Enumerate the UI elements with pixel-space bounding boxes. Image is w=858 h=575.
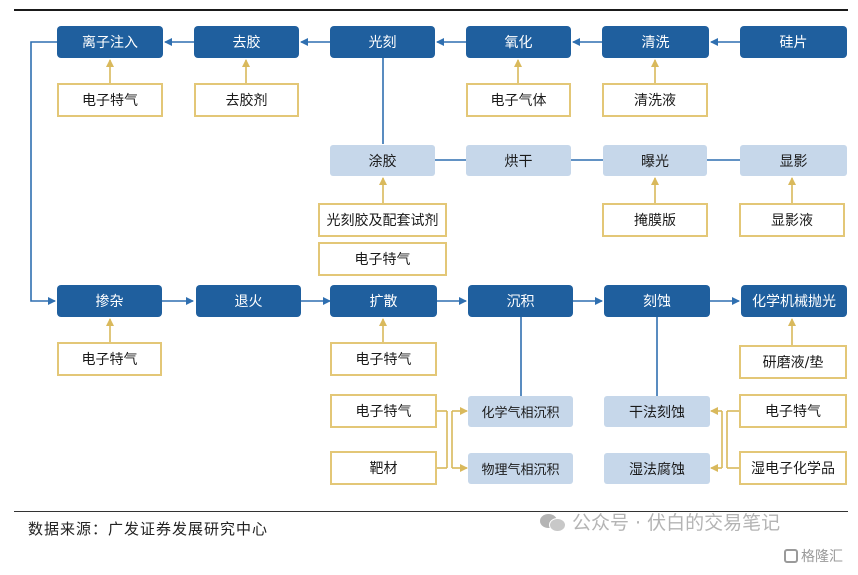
- step-cvd: 化学气相沉积: [468, 396, 573, 427]
- material-diffusion-gas: 电子特气: [330, 342, 437, 376]
- step-wet-etch: 湿法腐蚀: [604, 453, 710, 484]
- material-litho-gas: 电子特气: [318, 242, 447, 276]
- step-baking: 烘干: [466, 145, 571, 176]
- material-doping-gas: 电子特气: [57, 342, 162, 376]
- step-strip: 去胶: [194, 26, 299, 58]
- arrow-implant-doping: [30, 41, 57, 305]
- step-lithography: 光刻: [330, 26, 435, 58]
- watermark: 公众号 · 伏白的交易笔记: [540, 508, 780, 535]
- material-cleaning-fluid: 清洗液: [602, 83, 708, 117]
- material-target: 靶材: [330, 451, 437, 485]
- material-photoresist: 光刻胶及配套试剂: [318, 203, 447, 237]
- wechat-icon: [540, 512, 566, 532]
- watermark-text: 公众号 · 伏白的交易笔记: [572, 512, 781, 534]
- step-diffusion: 扩散: [330, 285, 437, 317]
- material-developer: 显影液: [739, 203, 845, 237]
- step-cmp: 化学机械抛光: [741, 285, 847, 317]
- top-rule: [14, 9, 848, 11]
- gelonghui-logo: 格隆汇: [784, 546, 843, 566]
- step-doping: 掺杂: [57, 285, 162, 317]
- gelonghui-icon: [784, 549, 798, 563]
- material-etch-gas: 电子特气: [739, 394, 847, 428]
- bottom-rule: [14, 511, 848, 512]
- step-coating: 涂胶: [330, 145, 435, 176]
- material-deposition-gas: 电子特气: [330, 394, 437, 428]
- step-pvd: 物理气相沉积: [468, 453, 573, 484]
- step-cleaning: 清洗: [602, 26, 709, 58]
- material-slurry-pad: 研磨液/垫: [739, 345, 847, 379]
- step-etching: 刻蚀: [604, 285, 710, 317]
- step-wafer: 硅片: [740, 26, 847, 58]
- step-ion-implant: 离子注入: [57, 26, 163, 58]
- step-anneal: 退火: [196, 285, 301, 317]
- step-deposition: 沉积: [468, 285, 573, 317]
- step-developing: 显影: [740, 145, 847, 176]
- material-ion-implant-gas: 电子特气: [57, 83, 163, 117]
- material-mask: 掩膜版: [602, 203, 708, 237]
- step-oxidation: 氧化: [466, 26, 571, 58]
- step-dry-etch: 干法刻蚀: [604, 396, 710, 427]
- data-source: 数据来源：广发证券发展研究中心: [28, 520, 269, 538]
- logo-text: 格隆汇: [801, 549, 843, 565]
- material-wet-chem: 湿电子化学品: [739, 451, 847, 485]
- step-exposure: 曝光: [603, 145, 707, 176]
- material-oxidation-gas: 电子气体: [466, 83, 571, 117]
- material-stripper: 去胶剂: [194, 83, 299, 117]
